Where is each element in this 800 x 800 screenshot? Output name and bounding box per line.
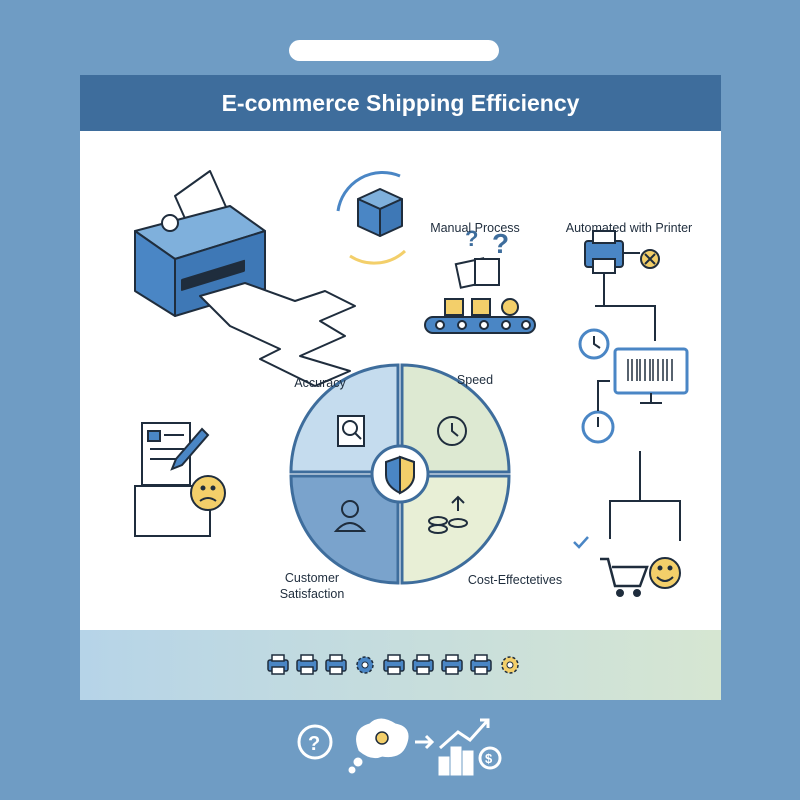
svg-text:?: ?: [465, 226, 478, 251]
customer-satisfaction-label-line1: Customer: [284, 571, 340, 585]
manual-process-illustration: ? ?: [424, 226, 536, 334]
lightbulb-thought-icon: [348, 718, 409, 774]
gear-icon: [356, 656, 374, 674]
efficiency-quadrant-wheel: [289, 363, 511, 585]
infographic-body: ? ?: [134, 170, 689, 597]
footer-icons: [267, 654, 519, 675]
quadrant-customer-satisfaction: [289, 474, 400, 585]
printer-icon: [470, 654, 492, 675]
quadrant-speed: [400, 363, 511, 474]
printer-icon: [383, 654, 405, 675]
quadrant-cost-effectiveness: [400, 474, 511, 585]
svg-text:$: $: [485, 751, 493, 766]
printer-icon: [325, 654, 347, 675]
label-printer-illustration: [134, 170, 356, 387]
manual-process-label: Manual Process: [430, 221, 520, 235]
growth-chart-icon: $: [438, 718, 502, 776]
svg-text:?: ?: [308, 733, 320, 755]
svg-text:?: ?: [492, 228, 509, 259]
cost-effectiveness-label: Cost-Effectetives: [467, 573, 563, 587]
bottom-icons: ? $: [297, 718, 502, 776]
top-pill: [289, 40, 499, 61]
unhappy-document-illustration: [134, 422, 226, 537]
printer-icon: [296, 654, 318, 675]
page-title: E-commerce Shipping Efficiency: [80, 75, 721, 131]
package-cycle-icon: [336, 170, 407, 265]
arrow-icon: [415, 734, 435, 750]
speed-label: Speed: [456, 373, 494, 387]
question-bubble-icon: ?: [297, 724, 333, 760]
infographic-card: E-commerce Shipping Efficiency ?: [80, 75, 721, 700]
automated-process-label: Automated with Printer: [565, 221, 693, 235]
printer-icon: [267, 654, 289, 675]
printer-icon: [412, 654, 434, 675]
printer-icon: [441, 654, 463, 675]
automated-flow-illustration: [573, 230, 689, 597]
footer-icon-strip: [80, 630, 721, 700]
gear-icon: [501, 656, 519, 674]
accuracy-label: Accuracy: [294, 376, 346, 390]
customer-satisfaction-label-line2: Satisfaction: [279, 587, 345, 601]
